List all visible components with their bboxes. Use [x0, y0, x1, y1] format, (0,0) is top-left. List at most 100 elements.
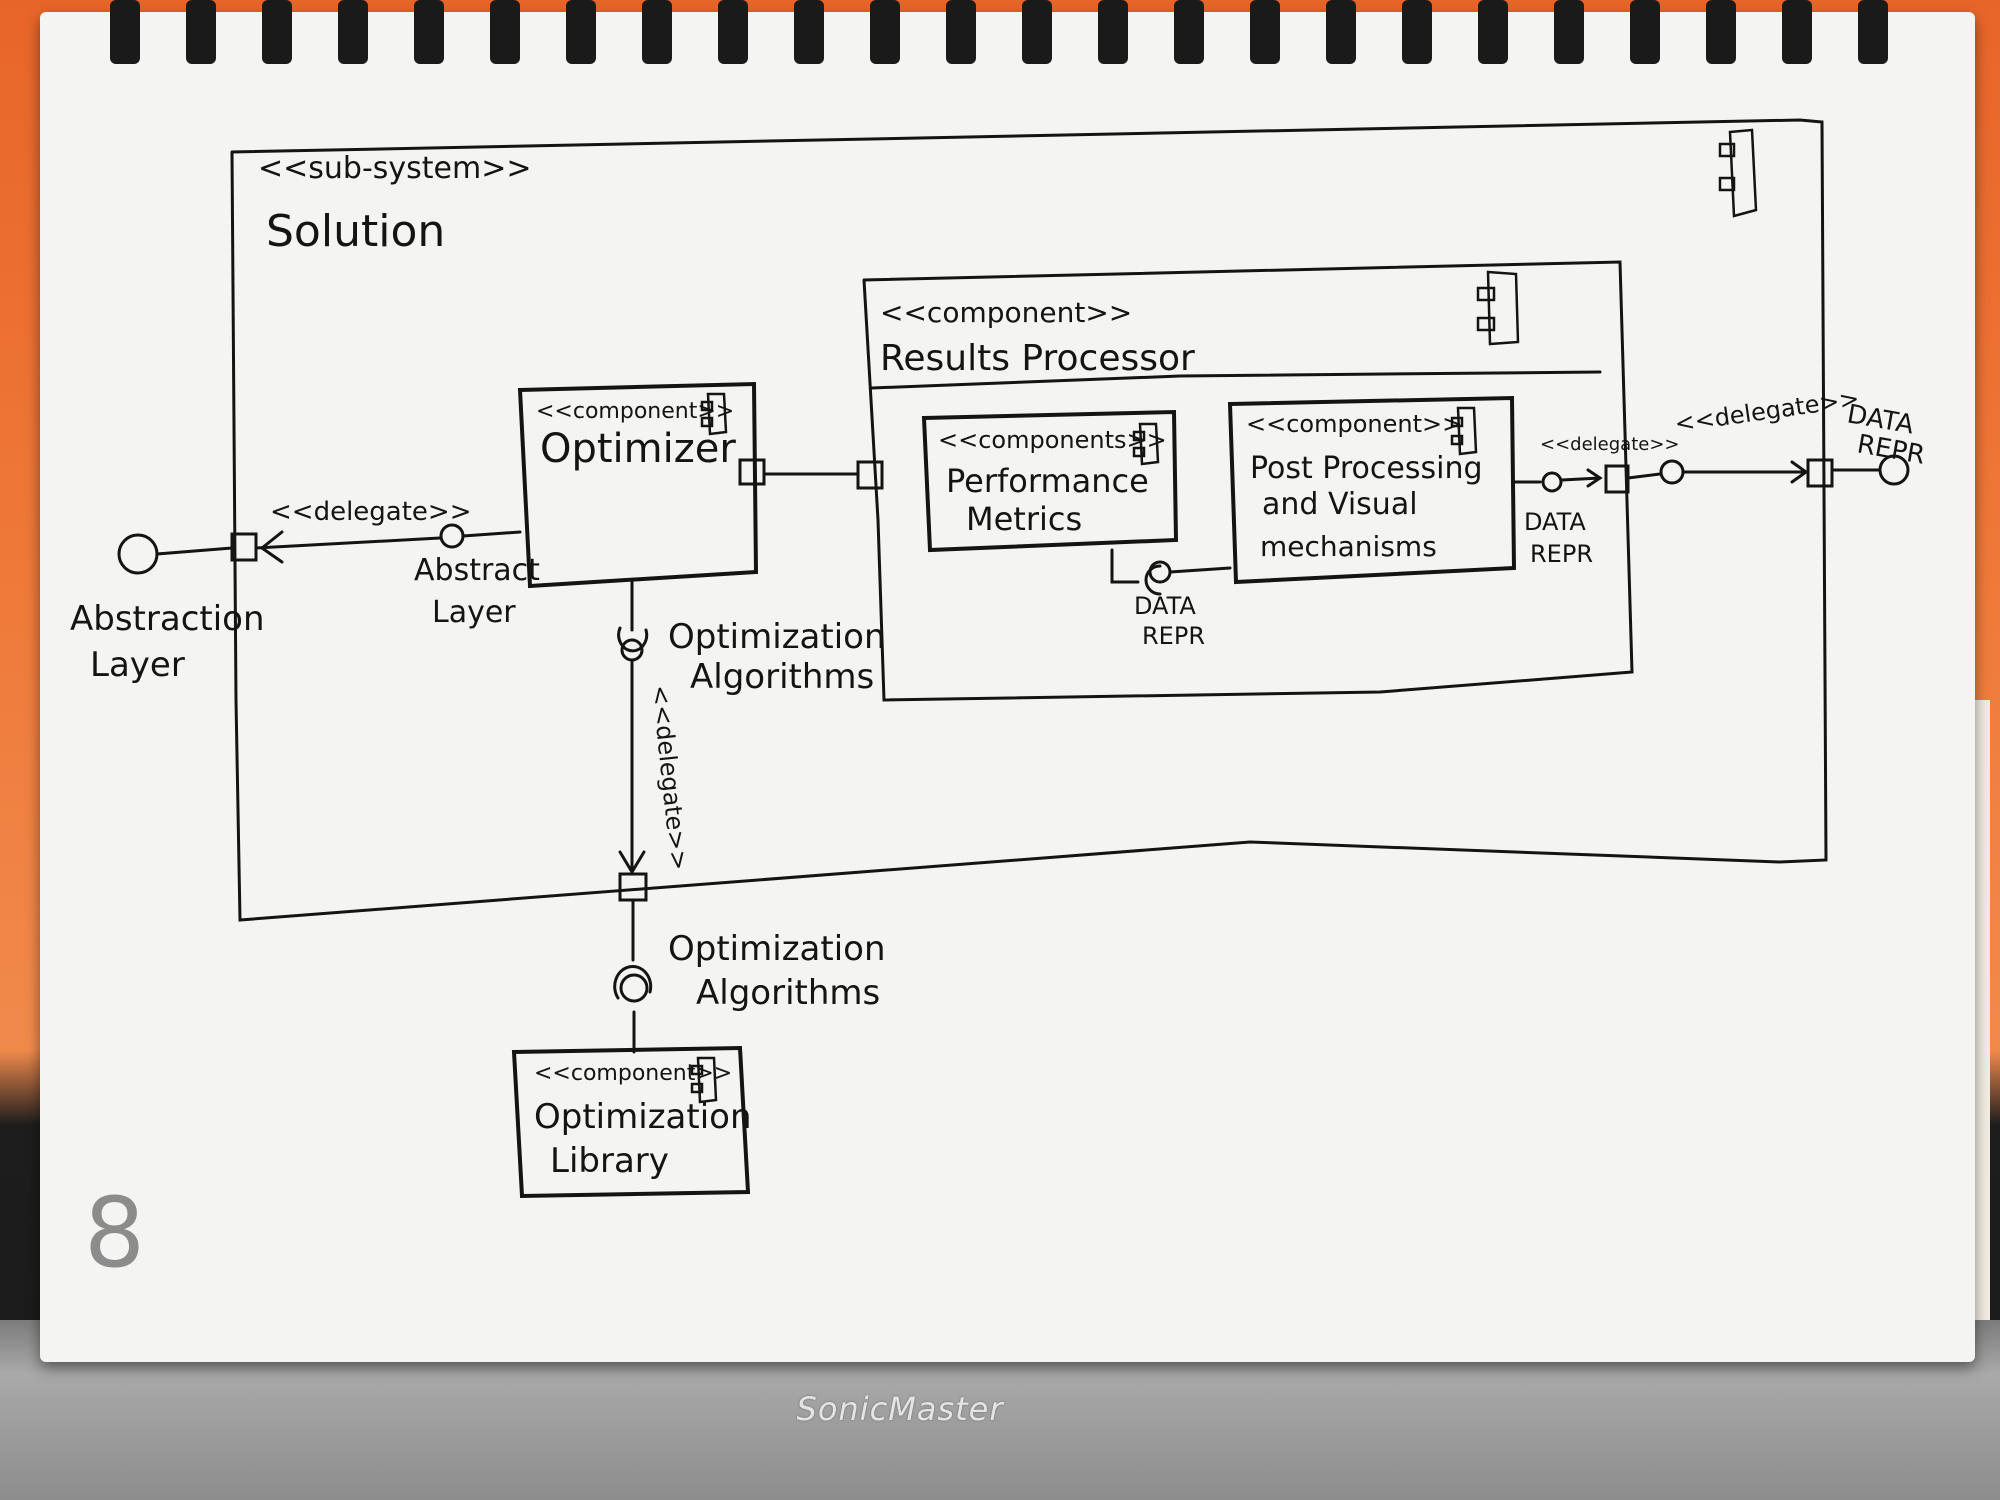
spiral-binding: [110, 0, 1888, 64]
subsystem-stereotype: <<sub-system>>: [258, 151, 532, 186]
data-repr-post-line2: REPR: [1530, 540, 1593, 568]
spiral-ring: [1858, 0, 1888, 64]
delegate-inner-right-label: <<delegate>>: [1540, 434, 1680, 455]
spiral-ring: [1554, 0, 1584, 64]
spiral-ring: [1098, 0, 1128, 64]
results-processor-name: Results Processor: [880, 338, 1195, 379]
component-icon-optimizer: [700, 392, 728, 436]
notebook-page: [40, 12, 1975, 1362]
results-processor-port-left: [856, 460, 884, 490]
post-processing-stem-left: [1168, 566, 1232, 574]
spiral-ring: [870, 0, 900, 64]
optimization-algorithms-inner-line1: Optimization: [668, 617, 886, 657]
component-icon-library: [690, 1056, 718, 1104]
optimizer-port-right: [738, 458, 766, 486]
spiral-ring: [338, 0, 368, 64]
subsystem-port-right: [1806, 458, 1834, 488]
post-processing-name-line3: mechanisms: [1260, 530, 1437, 563]
optimization-library-stereotype: <<component>>: [534, 1061, 732, 1086]
subsystem-icon: [1718, 128, 1758, 218]
data-repr-outer-line2: REPR: [1855, 429, 1927, 470]
abstraction-layer-stem: [155, 546, 234, 556]
outer-ball-right: [1659, 459, 1685, 485]
spiral-ring: [1630, 0, 1660, 64]
delegate-down-label: <<delegate>>: [646, 684, 693, 872]
optimization-algorithms-outer-line1: Optimization: [668, 929, 886, 969]
performance-metrics-name-line1: Performance: [946, 462, 1149, 500]
subsystem-name: Solution: [266, 206, 445, 257]
optimization-algorithms-outer-ball: [619, 973, 649, 1003]
subsystem-port-bottom: [618, 872, 648, 902]
spiral-ring: [566, 0, 596, 64]
delegate-inner-right-line: [1560, 476, 1602, 482]
optimization-algorithms-inner-line2: Algorithms: [690, 657, 874, 697]
post-processing-name-line1: Post Processing: [1250, 451, 1483, 486]
optimizer-stereotype: <<component>>: [536, 399, 734, 424]
spiral-ring: [1402, 0, 1432, 64]
delegate-outer-right-arrowhead: [1790, 460, 1809, 484]
delegate-inner-right-arrowhead: [1586, 468, 1603, 488]
optimizer-box: [517, 381, 759, 589]
component-icon-post: [1450, 406, 1478, 456]
abstract-layer-label-line1: Abstract: [414, 553, 540, 588]
delegate-down-arrowhead: [618, 850, 646, 875]
spiral-ring: [1174, 0, 1204, 64]
laptop-brand: SonicMaster: [796, 1390, 1004, 1428]
abstraction-layer-lollipop: [117, 533, 159, 575]
spiral-ring: [1478, 0, 1508, 64]
results-processor-header-line: [870, 370, 1602, 390]
delegate-left-line: [254, 536, 442, 550]
data-repr-post-line1: DATA: [1524, 508, 1586, 536]
data-repr-post-ball: [1541, 471, 1563, 493]
data-repr-outer-lollipop: [1878, 454, 1910, 486]
spiral-ring: [186, 0, 216, 64]
spiral-ring: [490, 0, 520, 64]
abstract-layer-label-line2: Layer: [432, 595, 516, 630]
spiral-ring: [414, 0, 444, 64]
abstract-layer-ball: [439, 523, 465, 549]
spiral-ring: [1326, 0, 1356, 64]
post-processing-stereotype: <<component>>: [1246, 410, 1462, 438]
subsystem-frame: [230, 118, 1828, 922]
data-repr-metrics-socket: [1144, 564, 1162, 596]
post-processing-box: [1227, 395, 1517, 585]
spiral-ring: [1250, 0, 1280, 64]
optimization-library-name-line1: Optimization: [534, 1097, 752, 1137]
spiral-ring: [946, 0, 976, 64]
performance-metrics-name-line2: Metrics: [966, 500, 1082, 538]
component-icon-metrics: [1132, 422, 1160, 466]
performance-metrics-stereotype: <<components>>: [938, 426, 1167, 454]
delegate-left-label: <<delegate>>: [270, 497, 472, 527]
abstraction-layer-label-line1: Abstraction: [70, 599, 265, 639]
optimization-algorithms-outer-line2: Algorithms: [696, 973, 880, 1013]
results-to-outer-stem: [1626, 472, 1662, 480]
component-icon-results: [1476, 270, 1520, 346]
spiral-ring: [262, 0, 292, 64]
spiral-ring: [110, 0, 140, 64]
optimization-algorithms-outer-socket: [613, 964, 653, 1000]
abstraction-layer-label-line2: Layer: [90, 645, 185, 685]
performance-metrics-box: [921, 409, 1179, 553]
spiral-ring: [1022, 0, 1052, 64]
optimization-library-name-line2: Library: [550, 1141, 669, 1181]
optimization-library-box: [511, 1045, 751, 1199]
spiral-ring: [794, 0, 824, 64]
optimization-algorithms-socket: [617, 626, 649, 653]
optimization-algorithms-ball: [620, 638, 644, 662]
page-number: 8: [84, 1177, 145, 1289]
results-processor-box: [862, 260, 1634, 702]
spiral-ring: [1706, 0, 1736, 64]
spiral-ring: [1782, 0, 1812, 64]
delegate-outer-right-label: <<delegate>>: [1673, 384, 1861, 438]
data-repr-metrics-line2: REPR: [1142, 622, 1205, 650]
post-processing-name-line2: and Visual: [1262, 487, 1418, 522]
delegate-left-arrowhead: [259, 530, 284, 564]
optimizer-name: Optimizer: [540, 426, 736, 472]
metrics-stem: [1110, 548, 1140, 584]
spiral-ring: [642, 0, 672, 64]
abstract-layer-stem: [461, 530, 522, 538]
spiral-ring: [718, 0, 748, 64]
data-repr-metrics-line1: DATA: [1134, 592, 1196, 620]
results-processor-stereotype: <<component>>: [880, 296, 1132, 329]
